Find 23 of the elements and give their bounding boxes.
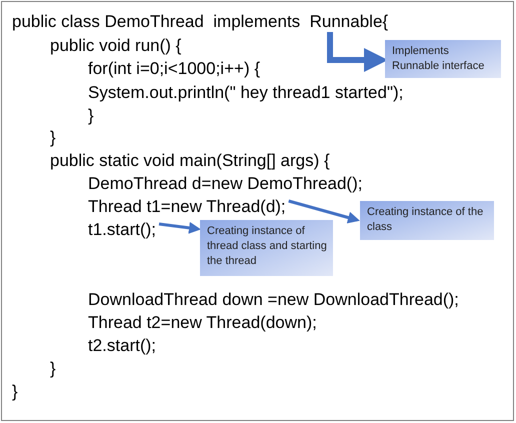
code-line: }	[50, 128, 56, 148]
callout-text: Creating instance of thread class and starting the thread	[207, 224, 328, 269]
code-line: for(int i=0;i<1000;i++) {	[88, 59, 260, 79]
code-line: Thread t2=new Thread(down);	[88, 313, 317, 333]
callout-text: Implements Runnable interface	[392, 44, 486, 74]
code-line: DemoThread d=new DemoThread();	[88, 174, 362, 194]
callout-text: Creating instance of the class	[367, 205, 484, 235]
code-line: t2.start();	[88, 336, 156, 356]
callout-box	[385, 40, 501, 78]
code-line: public void run() {	[50, 36, 182, 56]
code-line: public static void main(String[] args) {	[50, 151, 330, 171]
code-line: public class DemoThread implements Runnable{	[12, 12, 388, 32]
arrow	[288, 200, 360, 224]
code-line: Thread t1=new Thread(d);	[88, 197, 286, 217]
code-line: System.out.println(" hey thread1 started");	[88, 83, 404, 103]
code-line: }	[88, 106, 94, 126]
code-line: }	[12, 382, 18, 402]
callout-box	[360, 201, 494, 240]
code-line: }	[50, 359, 56, 379]
code-line: t1.start();	[88, 220, 156, 240]
arrow	[158, 222, 201, 234]
callout-box	[200, 220, 333, 276]
code-line: DownloadThread down =new DownloadThread();	[88, 290, 459, 310]
